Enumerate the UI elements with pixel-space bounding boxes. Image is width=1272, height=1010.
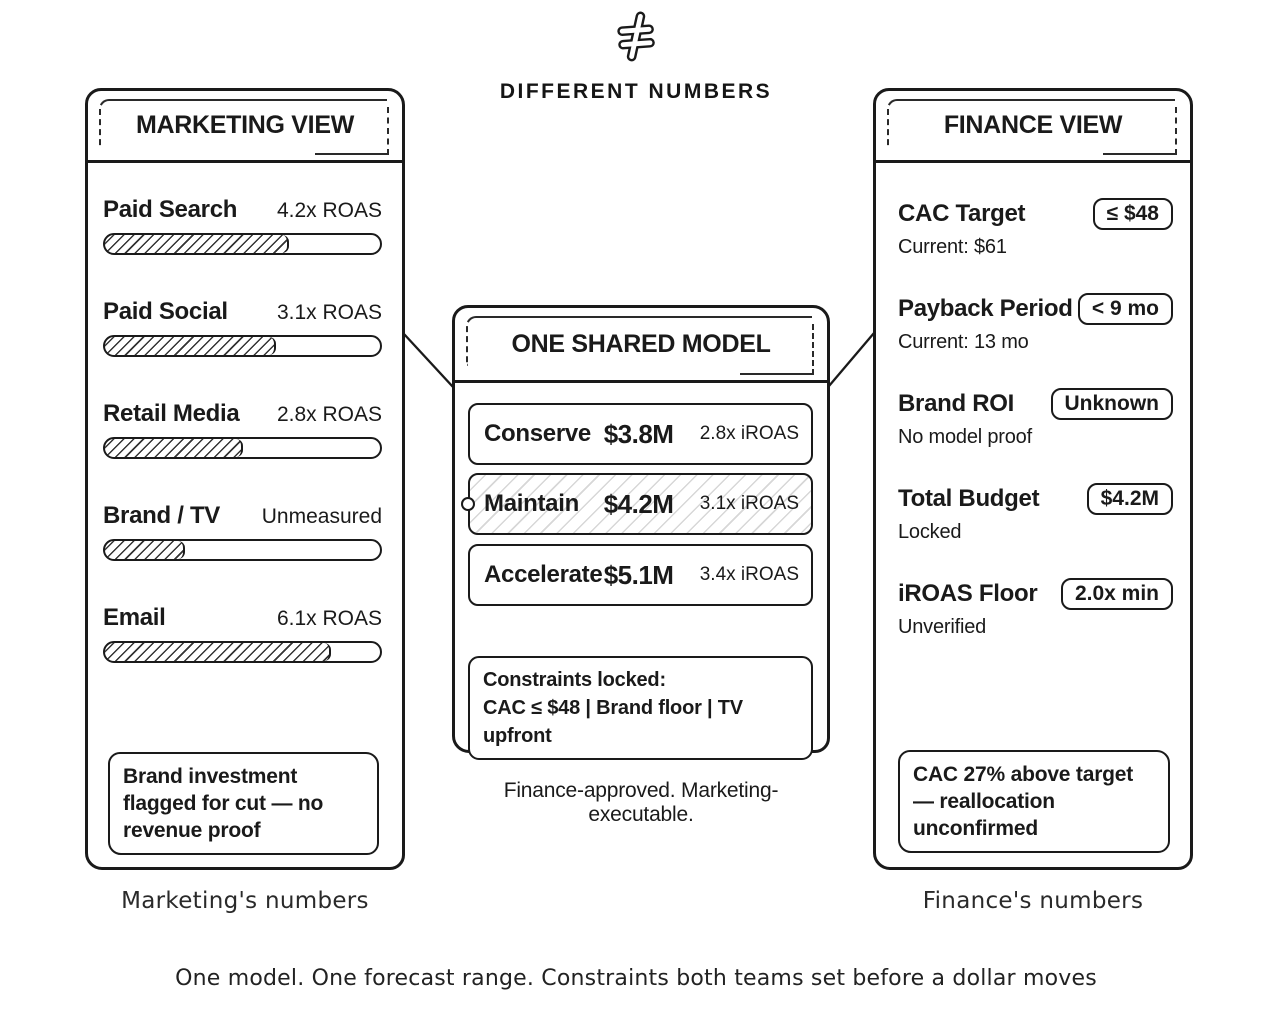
constraints-detail: CAC ≤ $48 | Brand floor | TV upfront [483, 697, 743, 747]
constraints-title: Constraints locked: [483, 669, 666, 691]
marketing-panel-title: MARKETING VIEW [135, 111, 355, 139]
channel-value: Unmeasured [261, 505, 382, 528]
scenario-row-accelerate: Accelerate $5.1M 3.4x iROAS [468, 544, 813, 606]
scenario-budget: $5.1M [603, 559, 674, 590]
finance-panel: FINANCE VIEW CAC Target ≤ $48 Current: $… [873, 88, 1193, 870]
metric-item: Total Budget $4.2M Locked [898, 481, 1173, 544]
channel-item: Paid Search 4.2x ROAS [103, 196, 382, 255]
constraints-box: Constraints locked: CAC ≤ $48 | Brand fl… [468, 656, 813, 760]
footer-caption: One model. One forecast range. Constrain… [175, 966, 1097, 991]
metric-item: CAC Target ≤ $48 Current: $61 [898, 196, 1173, 259]
roas-bar [103, 437, 382, 459]
marketing-caption: Marketing's numbers [121, 888, 369, 914]
metric-subtext: Locked [898, 521, 962, 543]
marketing-channel-list: Paid Search 4.2x ROAS Paid Social 3.1x R… [88, 163, 402, 663]
roas-bar-fill [105, 337, 276, 355]
scenario-name: Maintain [484, 490, 579, 517]
roas-bar [103, 539, 382, 561]
shared-model-panel-header: ONE SHARED MODEL [455, 308, 827, 383]
roas-bar-fill [105, 541, 185, 559]
finance-note-box: CAC 27% above target — reallocation unco… [898, 750, 1170, 853]
channel-value: 3.1x ROAS [276, 301, 382, 324]
scenario-row-conserve: Conserve $3.8M 2.8x iROAS [468, 403, 813, 465]
scenario-iroas: 3.4x iROAS [699, 564, 799, 585]
channel-label: Retail Media [103, 400, 240, 427]
scenario-budget: $4.2M [603, 488, 674, 519]
maintain-marker-dot [461, 497, 475, 511]
channel-label: Paid Search [103, 196, 238, 223]
channel-value: 2.8x ROAS [276, 403, 382, 426]
channel-item: Email 6.1x ROAS [103, 604, 382, 663]
roas-bar-fill [105, 643, 331, 661]
marketing-note-box: Brand investment flagged for cut — no re… [108, 752, 379, 855]
finance-caption: Finance's numbers [922, 888, 1144, 914]
not-equal-icon [617, 11, 655, 62]
scenario-budget: $3.8M [603, 418, 674, 449]
channel-label: Brand / TV [103, 502, 221, 529]
finance-panel-title: FINANCE VIEW [943, 111, 1123, 139]
shared-model-caption: Finance-approved. Marketing-executable. [503, 779, 779, 826]
channel-item: Brand / TV Unmeasured [103, 502, 382, 561]
roas-bar [103, 233, 382, 255]
metric-item: iROAS Floor 2.0x min Unverified [898, 576, 1173, 639]
metric-subtext: Unverified [898, 616, 987, 638]
marketing-panel: MARKETING VIEW Paid Search 4.2x ROAS Pai… [85, 88, 405, 870]
channel-value: 4.2x ROAS [276, 199, 382, 222]
metric-value-pill: 2.0x min [1060, 578, 1173, 610]
finance-panel-header: FINANCE VIEW [876, 91, 1190, 163]
shared-model-panel: ONE SHARED MODEL Conserve $3.8M 2.8x iRO… [452, 305, 830, 760]
metric-label: Total Budget [898, 485, 1040, 512]
metric-item: Brand ROI Unknown No model proof [898, 386, 1173, 449]
channel-label: Email [103, 604, 166, 631]
metric-value-pill: ≤ $48 [1092, 198, 1173, 230]
metric-value-pill: $4.2M [1086, 483, 1173, 515]
finance-metric-list: CAC Target ≤ $48 Current: $61 Payback Pe… [876, 163, 1190, 639]
scenario-name: Accelerate [484, 561, 603, 588]
metric-label: Payback Period [898, 295, 1073, 322]
metric-label: iROAS Floor [898, 580, 1038, 607]
connector-line-left [403, 333, 454, 388]
roas-bar [103, 335, 382, 357]
channel-item: Paid Social 3.1x ROAS [103, 298, 382, 357]
metric-subtext: Current: 13 mo [898, 331, 1029, 353]
roas-bar-fill [105, 235, 290, 253]
scenario-iroas: 2.8x iROAS [699, 423, 799, 444]
marketing-panel-header: MARKETING VIEW [88, 91, 402, 163]
scenario-list: Conserve $3.8M 2.8x iROAS Maintain $4.2M… [455, 383, 827, 760]
connector-line-right [828, 332, 875, 387]
scenario-row-maintain: Maintain $4.2M 3.1x iROAS [461, 473, 813, 535]
metric-label: CAC Target [898, 200, 1026, 227]
channel-value: 6.1x ROAS [276, 607, 382, 630]
roas-bar-fill [105, 439, 243, 457]
metric-item: Payback Period < 9 mo Current: 13 mo [898, 291, 1173, 354]
metric-label: Brand ROI [898, 390, 1014, 417]
roas-bar [103, 641, 382, 663]
scenario-name: Conserve [484, 420, 591, 447]
banner-title: DIFFERENT NUMBERS [499, 80, 773, 103]
metric-value-pill: < 9 mo [1077, 293, 1173, 325]
shared-model-panel-title: ONE SHARED MODEL [511, 329, 771, 358]
metric-value-pill: Unknown [1050, 388, 1173, 420]
metric-subtext: Current: $61 [898, 236, 1007, 258]
channel-item: Retail Media 2.8x ROAS [103, 400, 382, 459]
channel-label: Paid Social [103, 298, 228, 325]
scenario-iroas: 3.1x iROAS [699, 493, 799, 514]
metric-subtext: No model proof [898, 426, 1032, 448]
